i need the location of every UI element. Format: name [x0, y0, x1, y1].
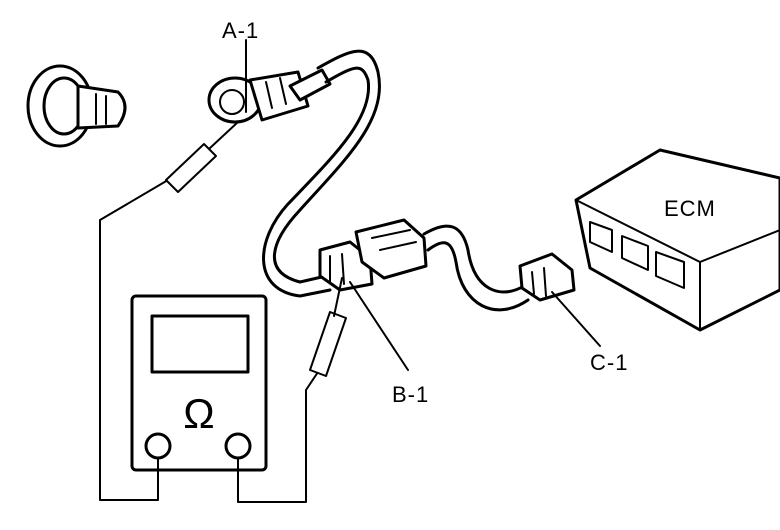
leader-c1	[551, 291, 601, 347]
sensor-body	[26, 64, 127, 148]
label-b1: B-1	[392, 382, 429, 407]
ohm-symbol: Ω	[183, 390, 214, 437]
leader-b1	[349, 281, 409, 371]
connector-b1	[318, 218, 428, 292]
harness-b1-c1	[422, 224, 530, 312]
test-lead-b	[237, 277, 347, 503]
connector-a1	[207, 68, 332, 124]
harness-a1-b1	[262, 49, 381, 298]
ecm-unit	[574, 148, 780, 332]
label-a1: A-1	[222, 18, 259, 43]
ohmmeter: Ω	[130, 294, 268, 472]
label-ecm: ECM	[664, 196, 716, 221]
label-c1: C-1	[590, 350, 628, 375]
connector-c1	[518, 252, 576, 302]
test-lead-a	[99, 121, 239, 501]
